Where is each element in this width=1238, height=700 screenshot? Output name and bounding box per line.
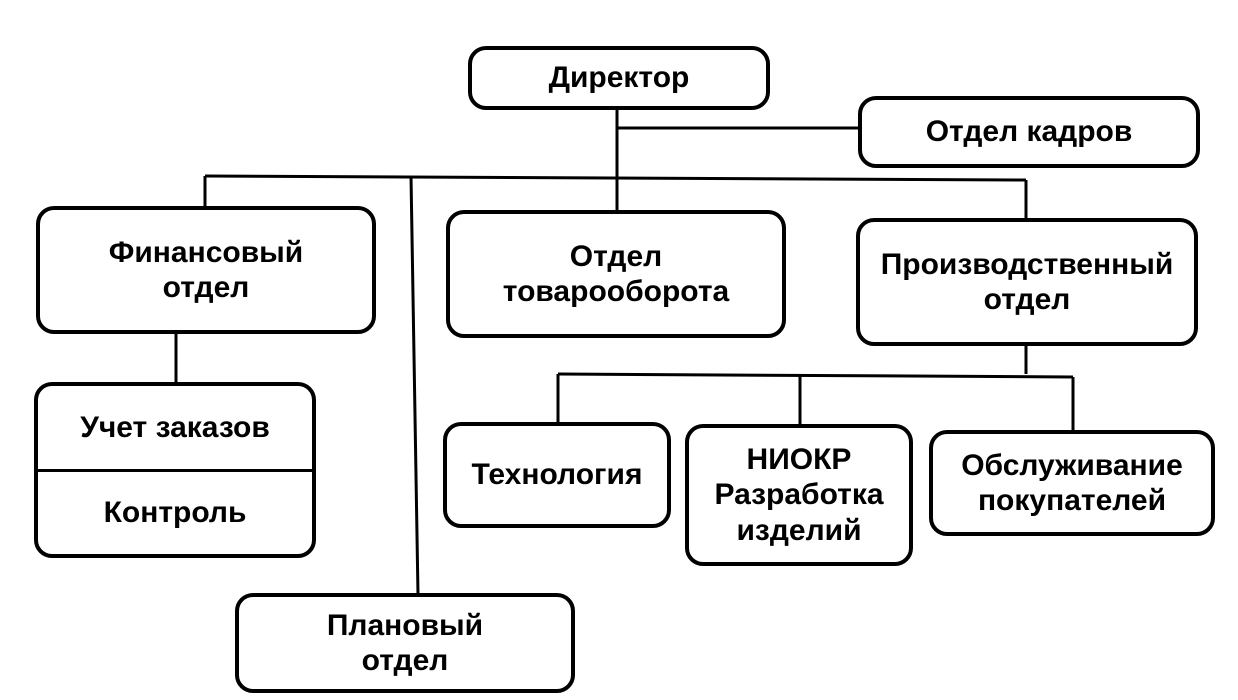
node-service-label-2: покупателей <box>977 484 1167 517</box>
node-technology: Технология <box>443 422 671 528</box>
node-rnd-label-1: НИОКР <box>746 443 852 477</box>
node-trade-label-2: товарооборота <box>502 275 730 308</box>
node-finance-label-1: Финансовый <box>108 235 304 269</box>
node-production-label-1: Производственный <box>880 247 1174 281</box>
node-hr: Отдел кадров <box>858 96 1200 168</box>
node-production-label-2: отдел <box>983 283 1071 316</box>
node-planning-label-1: Плановый <box>326 608 484 642</box>
connector-bus-planning <box>409 175 420 596</box>
node-rnd: НИОКР Разработка изделий <box>685 424 913 566</box>
connector-sub-bus <box>557 372 1074 379</box>
node-rnd-label-2: Разработка <box>714 478 884 512</box>
connector-main-bus <box>204 174 1027 182</box>
node-rnd-label-3: изделий <box>736 513 862 547</box>
node-orders-cell-orders: Учет заказов <box>38 386 312 472</box>
node-finance: Финансовый отдел <box>36 206 376 334</box>
node-planning: Плановый отдел <box>235 593 575 693</box>
node-orders-cell-control: Контроль <box>38 472 312 555</box>
node-technology-label: Технология <box>471 458 643 492</box>
node-hr-label: Отдел кадров <box>925 115 1133 149</box>
node-director-label: Директор <box>548 61 690 95</box>
node-service-label-1: Обслуживание <box>961 448 1183 482</box>
node-trade: Отдел товарооборота <box>446 210 786 338</box>
node-trade-label-1: Отдел <box>569 239 663 273</box>
node-orders-label-2: Контроль <box>103 496 247 530</box>
node-production: Производственный отдел <box>856 218 1198 346</box>
node-orders: Учет заказов Контроль <box>34 382 316 558</box>
node-orders-label-1: Учет заказов <box>80 410 270 444</box>
node-finance-label-2: отдел <box>162 271 250 304</box>
node-planning-label-2: отдел <box>361 644 449 677</box>
node-director: Директор <box>468 46 770 110</box>
node-service: Обслуживание покупателей <box>929 430 1215 536</box>
